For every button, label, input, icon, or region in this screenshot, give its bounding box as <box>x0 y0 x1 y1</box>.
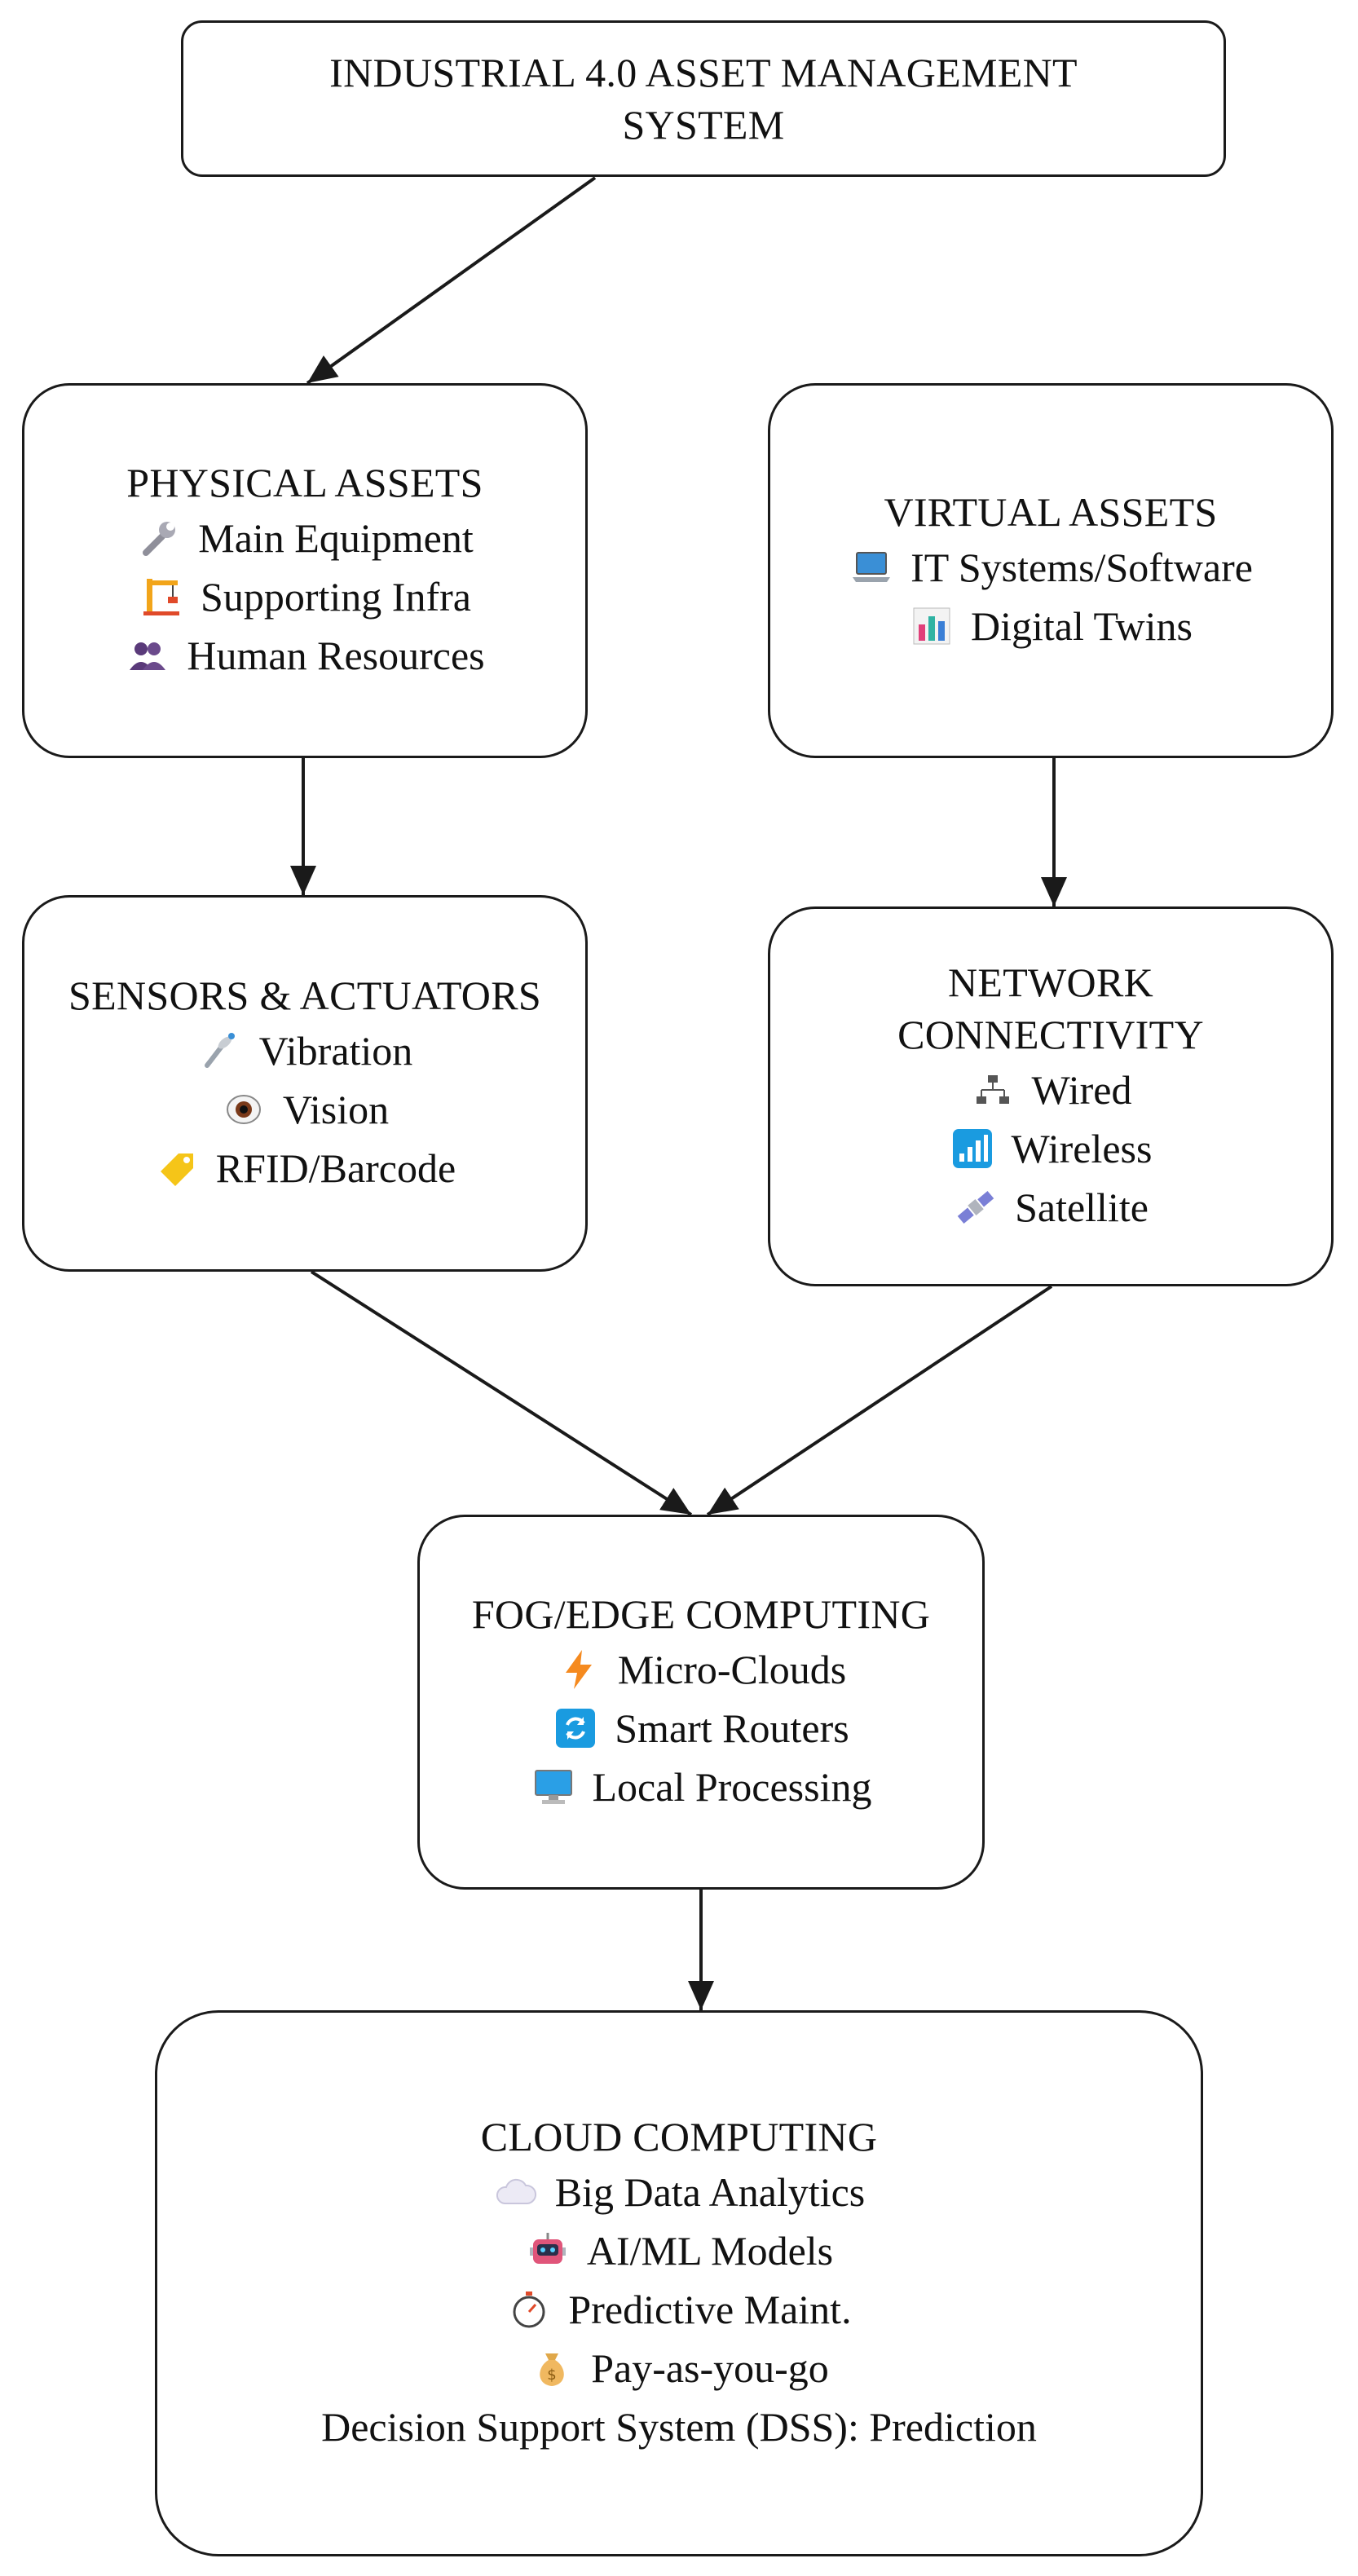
node-network-connectivity: NETWORK CONNECTIVITY Wired Wireless Sate… <box>768 906 1334 1286</box>
sensors-item-vibration: Vibration <box>197 1021 413 1080</box>
fog-item-label: Micro-Clouds <box>617 1647 847 1692</box>
money-bag-icon: $ <box>529 2345 575 2391</box>
virtual-item-label: IT Systems/Software <box>910 545 1253 590</box>
cloud-item-pay-as-you-go: $ Pay-as-you-go <box>529 2339 829 2397</box>
cloud-item-ai-ml: AI/ML Models <box>525 2221 833 2280</box>
robot-icon <box>525 2228 571 2274</box>
cloud-item-predictive-maint: Predictive Maint. <box>506 2280 852 2339</box>
cloud-item-big-data: Big Data Analytics <box>493 2163 866 2221</box>
eye-icon <box>221 1087 267 1132</box>
sensors-title: SENSORS & ACTUATORS <box>68 973 541 1018</box>
arrow-sensors-to-fog <box>310 1270 693 1516</box>
satellite-icon <box>953 1184 999 1230</box>
fog-item-smart-routers: Smart Routers <box>553 1699 849 1758</box>
network-item-wired: Wired <box>970 1061 1132 1119</box>
laptop-icon <box>849 545 894 590</box>
refresh-icon <box>553 1705 598 1751</box>
network-item-satellite: Satellite <box>953 1178 1149 1237</box>
cloud-icon <box>493 2169 539 2215</box>
sensors-item-rfid: RFID/Barcode <box>154 1139 456 1198</box>
virtual-assets-title: VIRTUAL ASSETS <box>884 489 1218 535</box>
node-cloud-computing: CLOUD COMPUTING Big Data Analytics AI/ML… <box>155 2010 1203 2556</box>
virtual-item-label: Digital Twins <box>971 603 1193 649</box>
fog-item-micro-clouds: Micro-Clouds <box>556 1640 847 1699</box>
svg-text:$: $ <box>547 2366 556 2384</box>
cloud-item-label: Pay-as-you-go <box>591 2345 829 2391</box>
bar-chart-icon <box>909 603 955 649</box>
cloud-footer-dss: Decision Support System (DSS): Predictio… <box>321 2404 1037 2450</box>
network-item-label: Wireless <box>1011 1126 1153 1171</box>
root-title-line-2: SYSTEM <box>622 102 785 148</box>
root-title-line-1: INDUSTRIAL 4.0 ASSET MANAGEMENT <box>329 50 1078 95</box>
wired-network-icon <box>970 1067 1016 1113</box>
cloud-item-label: Predictive Maint. <box>568 2287 852 2332</box>
physical-assets-title: PHYSICAL ASSETS <box>126 460 483 505</box>
network-item-label: Satellite <box>1015 1184 1149 1230</box>
physical-item-label: Supporting Infra <box>201 574 471 620</box>
fog-item-label: Local Processing <box>592 1764 872 1810</box>
sensors-item-vision: Vision <box>221 1080 389 1139</box>
cloud-item-label: Big Data Analytics <box>554 2169 866 2215</box>
cloud-item-label: AI/ML Models <box>586 2228 834 2274</box>
node-root: INDUSTRIAL 4.0 ASSET MANAGEMENT SYSTEM <box>181 20 1226 177</box>
antenna-icon <box>197 1028 243 1074</box>
sensors-item-label: RFID/Barcode <box>215 1145 456 1191</box>
cloud-title: CLOUD COMPUTING <box>480 2114 878 2159</box>
tag-icon <box>154 1145 200 1191</box>
crane-icon <box>139 574 184 620</box>
network-item-label: Wired <box>1031 1067 1132 1113</box>
node-fog-edge-computing: FOG/EDGE COMPUTING Micro-Clouds Smart Ro… <box>417 1515 985 1890</box>
arrow-root-to-physical <box>306 176 597 385</box>
arrow-network-to-fog <box>706 1285 1053 1516</box>
signal-bars-icon <box>950 1126 995 1171</box>
physical-item-label: Main Equipment <box>198 515 474 561</box>
sensors-item-label: Vision <box>282 1087 390 1132</box>
fog-item-local-processing: Local Processing <box>531 1758 872 1816</box>
wrench-icon <box>136 515 182 561</box>
fog-title: FOG/EDGE COMPUTING <box>471 1591 931 1637</box>
node-sensors-actuators: SENSORS & ACTUATORS Vibration Vision RFI… <box>22 895 588 1272</box>
virtual-item-it-systems: IT Systems/Software <box>849 538 1253 597</box>
lightning-icon <box>556 1647 602 1692</box>
physical-item-main-equipment: Main Equipment <box>136 509 474 567</box>
fog-item-label: Smart Routers <box>615 1705 849 1751</box>
virtual-item-digital-twins: Digital Twins <box>909 597 1193 655</box>
sensors-item-label: Vibration <box>258 1028 413 1074</box>
network-title-line-2: CONNECTIVITY <box>897 1012 1204 1057</box>
physical-item-human-resources: Human Resources <box>125 626 485 685</box>
physical-item-label: Human Resources <box>187 633 485 678</box>
stopwatch-icon <box>506 2287 552 2332</box>
node-virtual-assets: VIRTUAL ASSETS IT Systems/Software Digit… <box>768 383 1334 758</box>
node-physical-assets: PHYSICAL ASSETS Main Equipment Supportin… <box>22 383 588 758</box>
network-item-wireless: Wireless <box>950 1119 1153 1178</box>
desktop-icon <box>531 1764 576 1810</box>
people-icon <box>125 633 170 678</box>
network-title-line-1: NETWORK <box>947 959 1154 1005</box>
physical-item-supporting-infra: Supporting Infra <box>139 567 471 626</box>
